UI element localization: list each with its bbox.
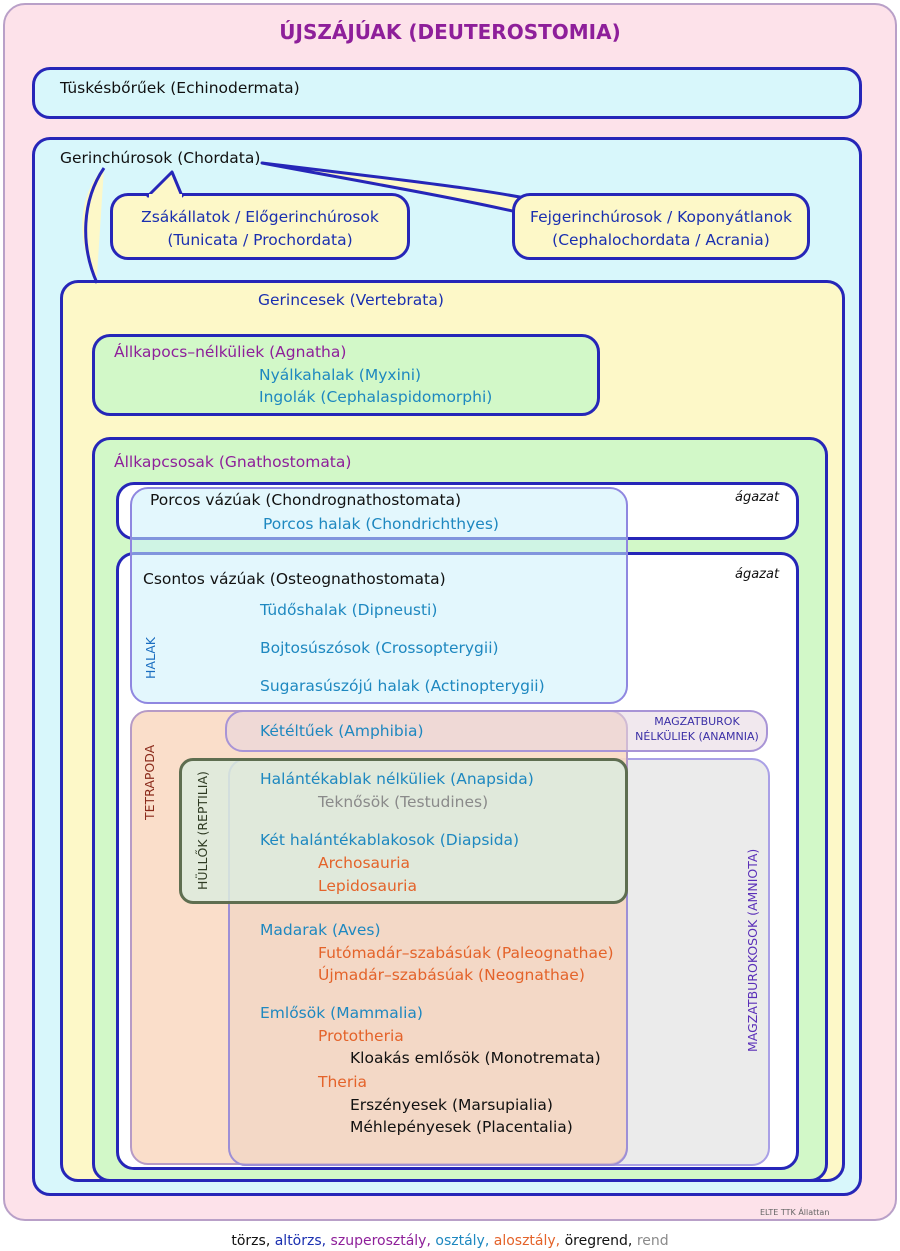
cephalochordata-label-2: (Cephalochordata / Acrania) [552,231,770,249]
anamnia-label-1: MAGZATBUROK [654,715,740,728]
echinodermata-box [32,67,862,119]
crossopterygii-label: Bojtosúszósok (Crossopterygii) [260,639,499,657]
chondrognathostomata-label: Porcos vázúak (Chondrognathostomata) [150,491,462,509]
diapsida-label: Két halántékablakosok (Diapsida) [260,831,520,849]
legend-alosztaly: alosztály, [493,1233,561,1249]
paleognathae-label: Futómadár–szabásúak (Paleognathae) [318,944,614,962]
testudines-label: Teknősök (Testudines) [318,793,489,811]
gnathostomata-label: Állkapcsosak (Gnathostomata) [114,453,352,471]
legend-altorzs: altörzs, [274,1233,327,1249]
amniota-label: MAGZATBUROKOSOK (AMNIOTA) [745,848,760,1052]
prototheria-label: Prototheria [318,1027,404,1045]
anapsida-label: Halántékablak nélküliek (Anapsida) [260,770,534,788]
halak-label: HALAK [143,637,158,679]
rank-legend: törzs, altörzs, szuperosztály, osztály, … [0,1233,900,1249]
monotremata-label: Kloakás emlősök (Monotremata) [350,1049,601,1067]
tunicata-label-1: Zsákállatok / Előgerinchúrosok [141,208,379,226]
amphibia-box [225,710,768,752]
tunicata-label-2: (Tunicata / Prochordata) [167,231,353,249]
cephalochordata-label-1: Fejgerinchúrosok / Koponyátlanok [530,208,792,226]
archosauria-label: Archosauria [318,854,411,872]
legend-szuperosztaly: szuperosztály, [330,1233,431,1249]
chordata-label: Gerinchúrosok (Chordata) [60,149,261,167]
osteognathostomata-label: Csontos vázúak (Osteognathostomata) [143,570,446,588]
diagram-title: ÚJSZÁJÚAK (DEUTEROSTOMIA) [279,20,621,44]
vertebrata-label: Gerincesek (Vertebrata) [258,291,444,309]
tunicata-pointer [146,170,184,200]
tetrapoda-label: TETRAPODA [142,744,157,820]
legend-osztaly: osztály, [435,1233,490,1249]
cephalochordata-box [512,193,810,260]
actinopterygii-label: Sugarasúszójú halak (Actinopterygii) [260,677,545,695]
tunicata-box [110,193,410,260]
echinodermata-label: Tüskésbőrűek (Echinodermata) [60,79,300,97]
agnatha-label: Állkapocs–nélküliek (Agnatha) [114,343,347,361]
theria-label: Theria [318,1073,368,1091]
legend-oregrend: öregrend, [564,1233,633,1249]
mammalia-label: Emlősök (Mammalia) [260,1004,423,1022]
reptilia-box [179,758,628,904]
legend-rend: rend [636,1233,669,1249]
reptilia-label: HÜLLŐK (REPTILIA) [195,771,210,890]
dipneusti-label: Tüdőshalak (Dipneusti) [260,601,438,619]
credit-label: ELTE TTK Állattan [760,1208,830,1217]
agazat-label-2: ágazat [735,567,780,582]
halak-box [130,487,628,704]
neognathae-label: Újmadár–szabásúak (Neognathae) [318,966,585,984]
placentalia-label: Méhlepényesek (Placentalia) [350,1118,573,1136]
agnatha-box [92,334,600,416]
anamnia-label-2: NÉLKÜLIEK (ANAMNIA) [635,730,759,743]
lepidosauria-label: Lepidosauria [318,877,417,895]
aves-label: Madarak (Aves) [260,921,381,939]
amphibia-label: Kétéltűek (Amphibia) [260,722,424,740]
chondrichthyes-label: Porcos halak (Chondrichthyes) [263,515,499,533]
agazat-label-1: ágazat [735,490,780,505]
myxini-label: Nyálkahalak (Myxini) [259,366,422,384]
cephalaspidomorphi-label: Ingolák (Cephalaspidomorphi) [259,388,493,406]
marsupialia-label: Erszényesek (Marsupialia) [350,1096,553,1114]
legend-torzs: törzs, [231,1233,271,1249]
